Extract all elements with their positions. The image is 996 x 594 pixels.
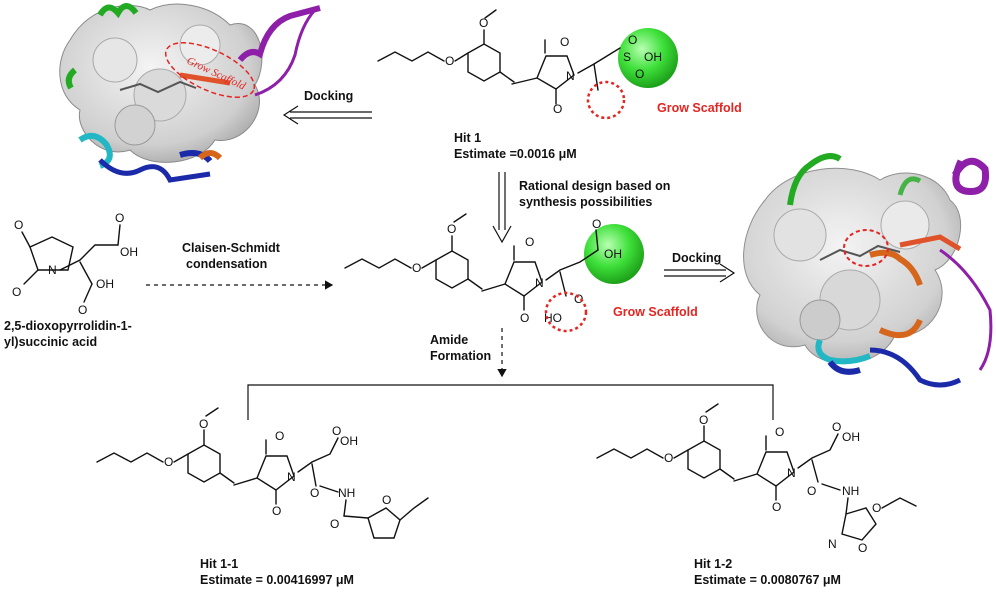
atom-S: S [623,50,631,64]
atom-O: O [199,417,208,431]
atom-O: O [164,455,173,469]
atom-O: O [520,311,529,325]
grow-scaffold-ellipse [164,42,256,98]
hit1-2-structure: O O O N O O OH O NH O N O [596,403,917,555]
atom-O: O [807,484,816,498]
atom-N: N [828,537,837,551]
atom-O: O [330,517,339,531]
atom-N: N [48,263,57,277]
atom-O: O [832,420,841,434]
atom-OH: OH [120,245,138,259]
atom-NH: NH [842,484,859,498]
rational-design-arrow [492,172,512,244]
atom-O: O [858,541,867,555]
atom-N: N [787,466,796,480]
atom-O: O [14,218,23,232]
branch-bracket [247,384,774,420]
atom-OH: OH [340,434,358,448]
docking-right-label: Docking [672,251,721,265]
atom-O: O [525,235,534,249]
hit1-structure: O O O N O S O O OH [377,9,678,120]
atom-O: O [628,33,637,47]
hit1-2-estimate: Estimate = 0.0080767 μM [694,573,841,587]
hit1-green-highlight [618,28,678,88]
hit1-2-title: Hit 1-2 [694,557,732,571]
intermediate-grow-label: Grow Scaffold [613,305,698,319]
intermediate-green-highlight [584,224,644,284]
atom-O: O [272,504,281,518]
hit1-1-estimate: Estimate = 0.00416997 μM [200,573,354,587]
atom-N: N [566,69,575,83]
docking-left-label: Docking [304,89,353,103]
atom-O: O [275,429,284,443]
docking-inset-intermediate [743,153,993,388]
docking-arrow-right [664,263,736,283]
hit1-grow-circle [586,80,626,120]
atom-O: O [310,486,319,500]
atom-O: O [12,285,21,299]
atom-O: O [78,303,87,317]
atom-O: O [699,413,708,427]
atom-OH: OH [644,50,662,64]
atom-O: O [412,261,421,275]
atom-O: O [664,451,673,465]
atom-O: O [382,493,391,507]
atom-O: O [447,222,456,236]
atom-O: O [775,425,784,439]
atom-O: O [479,16,488,30]
atom-O: O [332,424,341,438]
intermediate-structure: O O O N O O OH O HO [344,213,644,333]
atom-O: O [115,211,124,225]
hit1-estimate: Estimate =0.0016 μM [454,147,577,161]
atom-O: O [574,292,583,306]
atom-N: N [535,276,544,290]
rational-design-label-2: synthesis possibilities [519,195,652,209]
claisen-label-1: Claisen-Schmidt [182,241,281,255]
intermediate-grow-circle [544,291,588,333]
claisen-label-2: condensation [186,257,267,271]
atom-O: O [445,54,454,68]
amide-label-1: Amide [430,333,468,347]
reagent-structure: O N O O OH OH O [12,211,138,317]
atom-O: O [560,35,569,49]
docking-inset-hit1: Grow Scaffold [59,3,321,183]
hit1-1-structure: O O O N O O OH O NH O O [96,407,429,539]
hit1-grow-scaffold-label: Grow Scaffold [657,101,742,115]
hit1-1-title: Hit 1-1 [200,557,238,571]
docking-arrow-left [282,105,372,125]
atom-O: O [772,500,781,514]
inset-grow-circle [843,229,889,267]
atom-O: O [635,67,644,81]
atom-OH: OH [96,277,114,291]
atom-NH: NH [338,486,355,500]
atom-O: O [553,102,562,116]
atom-OH: OH [604,247,622,261]
reagent-name-1: 2,5-dioxopyrrolidin-1- [4,319,132,333]
amide-label-2: Formation [430,349,491,363]
atom-O: O [872,501,881,515]
rational-design-label-1: Rational design based on [519,179,670,193]
atom-O: O [592,217,601,231]
atom-N: N [287,470,296,484]
reagent-name-2: yl)succinic acid [4,335,97,349]
hit1-title: Hit 1 [454,131,481,145]
atom-OH: OH [842,430,860,444]
